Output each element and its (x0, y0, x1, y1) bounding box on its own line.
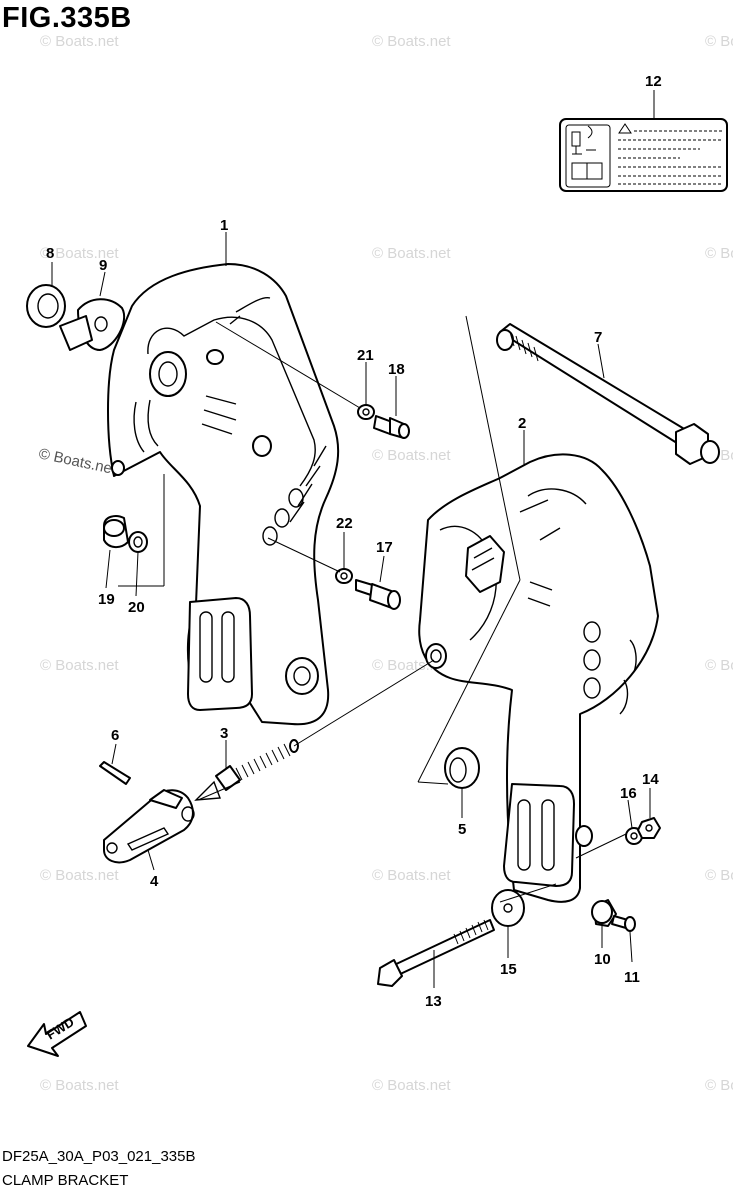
callout-2: 2 (518, 415, 526, 432)
sleeve-icon (59, 298, 125, 351)
watermark: © Boats.net (40, 867, 119, 884)
callout-labels: 1 2 3 4 5 6 7 8 9 10 11 12 13 14 15 16 1… (46, 73, 662, 1010)
watermark: © Boats.net (372, 447, 451, 464)
callout-22: 22 (336, 515, 353, 532)
washer-icon (128, 531, 148, 553)
watermark: © Boats.net (705, 245, 733, 262)
callout-9: 9 (99, 257, 107, 274)
callout-16: 16 (620, 785, 637, 802)
callout-1: 1 (220, 217, 228, 234)
callout-10: 10 (594, 951, 611, 968)
callout-3: 3 (220, 725, 228, 742)
watermark: © Boats.net (40, 245, 119, 262)
watermark: © Boats.net (705, 33, 733, 50)
long-bolt-icon (377, 919, 495, 987)
watermark: © Boats.net (705, 657, 733, 674)
callout-12: 12 (645, 73, 662, 90)
watermark-group: © Boats.net © Boats.net © Boats.net © Bo… (37, 33, 733, 1094)
callout-7: 7 (594, 329, 602, 346)
clamp-bracket-2-icon (418, 453, 659, 903)
watermark: © Boats.net (40, 1077, 119, 1094)
washer-icon (335, 568, 353, 584)
callout-20: 20 (128, 599, 145, 616)
watermark: © Boats.net (40, 657, 119, 674)
nut-icon (26, 284, 66, 328)
figure-code: DF25A_30A_P03_021_335B (2, 1148, 196, 1165)
plug-icon (444, 747, 480, 789)
figure-name: CLAMP BRACKET (2, 1172, 129, 1189)
callout-5: 5 (458, 821, 466, 838)
warning-label-icon (559, 118, 728, 192)
collar-icon (103, 515, 129, 548)
callout-6: 6 (111, 727, 119, 744)
watermark: © Boats.net (372, 1077, 451, 1094)
watermark: © Boats.net (705, 1077, 733, 1094)
callout-18: 18 (388, 361, 405, 378)
bolt-icon (611, 915, 636, 932)
washer-icon (357, 404, 375, 420)
watermark: © Boats.net (705, 867, 733, 884)
callout-13: 13 (425, 993, 442, 1010)
watermark: © Boats.net (40, 33, 119, 50)
leader-lines (51, 90, 655, 988)
watermark: © Boats.net (372, 33, 451, 50)
clamp-shaft-icon (496, 323, 720, 465)
callout-15: 15 (500, 961, 517, 978)
callout-19: 19 (98, 591, 115, 608)
watermark-dark: © Boats.net (37, 445, 118, 478)
callout-21: 21 (357, 347, 374, 364)
watermark: © Boats.net (372, 867, 451, 884)
pin-bolt-icon (355, 579, 401, 610)
callout-17: 17 (376, 539, 393, 556)
callout-4: 4 (150, 873, 159, 890)
nut-icon (637, 817, 661, 839)
callout-11: 11 (624, 969, 640, 986)
figure-title: FIG.335B (2, 2, 132, 34)
clamp-bracket-1-icon (107, 263, 340, 726)
lever-icon (103, 789, 195, 864)
spring-rod-icon (194, 739, 299, 801)
watermark: © Boats.net (372, 245, 451, 262)
callout-14: 14 (642, 771, 659, 788)
fwd-arrow-icon: FWD (27, 1011, 87, 1057)
callout-8: 8 (46, 245, 54, 262)
bolt-icon (373, 415, 410, 439)
pin-icon (99, 761, 131, 785)
